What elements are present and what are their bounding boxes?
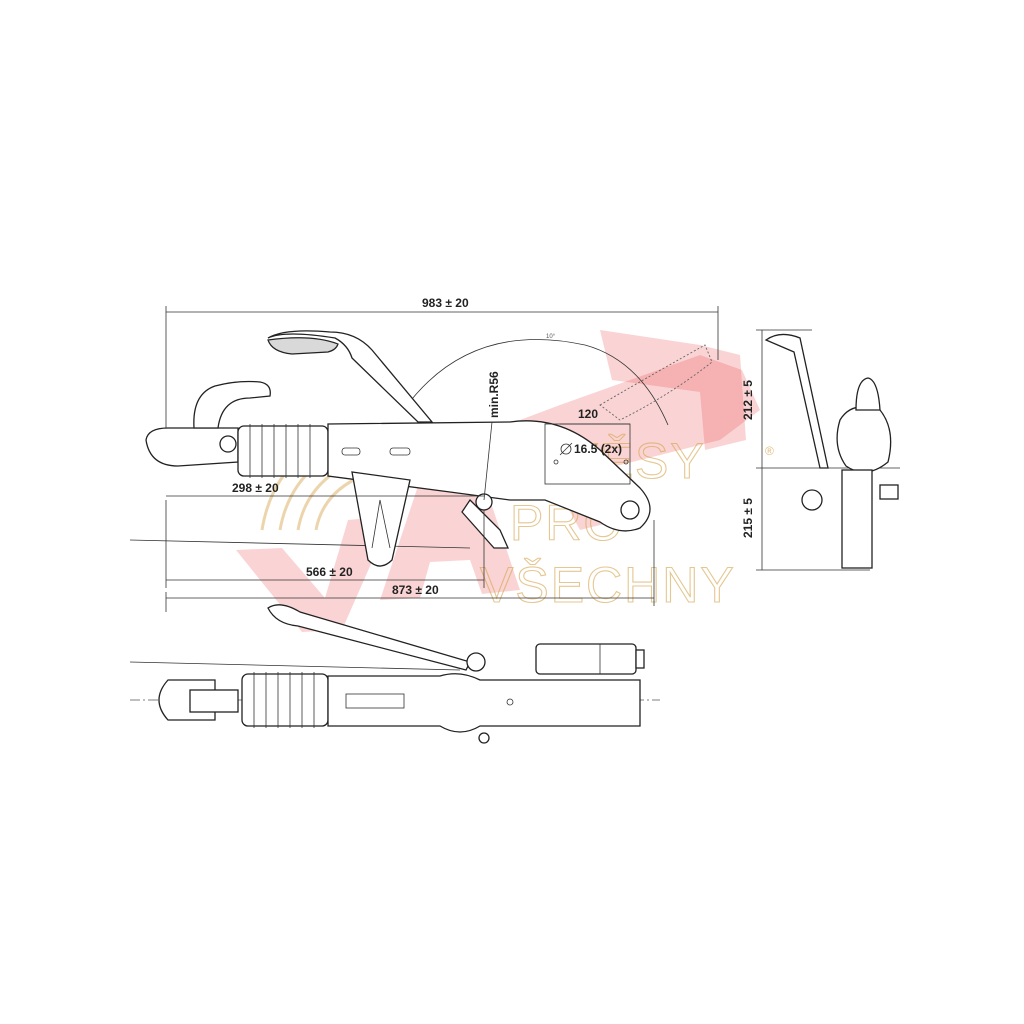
dim-to-rear: 873 ± 20 <box>392 583 439 597</box>
dim-coupling-to-ring: 298 ± 20 <box>232 481 279 495</box>
side-cable-line <box>129 539 471 549</box>
mounting-bracket-slot <box>371 499 391 549</box>
dim-min-radius: min.R56 <box>487 371 501 418</box>
front-drawbar <box>841 469 873 569</box>
dim-coupling-height: 215 ± 5 <box>741 498 755 538</box>
coupling-locking-handle <box>193 380 271 429</box>
min-radius-leader <box>483 421 493 501</box>
rear-axle-bolt <box>620 500 640 520</box>
front-pivot-bolt <box>801 489 823 511</box>
front-side-bolt <box>879 484 899 500</box>
dim-hole-diameter: 16.5 (2x) <box>574 442 622 456</box>
mounting-bracket <box>351 471 411 567</box>
handbrake-swing-arc <box>404 339 669 426</box>
front-view: 212 ± 5 215 ± 5 <box>741 329 900 571</box>
top-housing-slot <box>345 693 405 709</box>
brake-arm <box>461 498 510 549</box>
watermark-text-line3: VŠECHNY <box>480 557 736 613</box>
arc-angle-label: 10° <box>546 334 556 340</box>
top-bellows <box>241 672 329 728</box>
front-coupling-handle <box>855 377 881 411</box>
front-handbrake-lever <box>764 333 829 469</box>
top-lever-pivot <box>466 652 486 672</box>
coupling-bellows <box>237 424 329 478</box>
dim-to-bracket: 566 ± 20 <box>306 565 353 579</box>
front-coupling-head <box>836 406 892 473</box>
top-spring-cylinder <box>535 643 637 675</box>
top-underside-bolt <box>478 732 490 744</box>
coupling-bolt <box>219 435 237 453</box>
dim-overall-length: 983 ± 20 <box>422 296 469 310</box>
hole-diameter-symbol <box>560 443 572 455</box>
hole-2 <box>623 459 629 465</box>
housing-slot-1 <box>341 447 361 456</box>
top-view <box>129 592 660 744</box>
dim-handle-height: 212 ± 5 <box>741 380 755 420</box>
handbrake-alt-position-ghost <box>599 344 713 421</box>
top-spring-cap <box>635 649 645 669</box>
side-view: 983 ± 20 10° <box>129 296 719 606</box>
handbrake-lever <box>267 330 434 423</box>
hole-1 <box>553 459 559 465</box>
top-cable-line <box>129 661 461 671</box>
watermark-registered-mark: ® <box>765 444 774 458</box>
top-housing-hole <box>506 698 514 706</box>
handbrake-grip <box>267 337 339 355</box>
top-housing <box>327 673 641 733</box>
top-handbrake-lever <box>267 604 471 671</box>
dim-hole-spacing: 120 <box>578 407 598 421</box>
housing-slot-2 <box>389 447 411 456</box>
hole-diameter-slash <box>559 442 573 456</box>
top-coupling-lock <box>189 689 239 713</box>
